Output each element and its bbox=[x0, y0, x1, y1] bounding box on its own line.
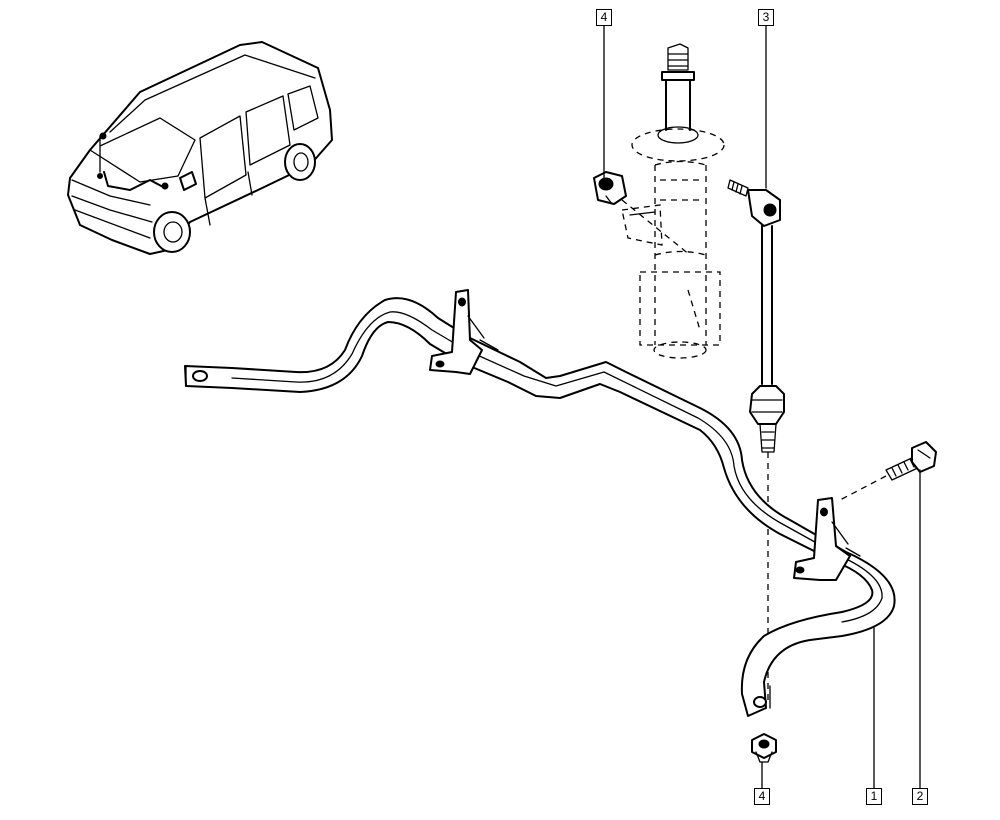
vehicle-locator-sketch bbox=[67, 41, 333, 255]
stabilizer-link bbox=[727, 179, 785, 453]
anti-roll-bar bbox=[184, 289, 896, 717]
callout-3-stabilizer-link: 3 bbox=[758, 9, 774, 26]
nut-upper bbox=[593, 171, 627, 205]
callout-4-nut-lower: 4 bbox=[754, 788, 770, 805]
bolt bbox=[885, 441, 937, 481]
callout-2-bolt: 2 bbox=[912, 788, 928, 805]
leader-lines bbox=[603, 25, 921, 789]
shock-absorber-reference bbox=[621, 43, 725, 359]
callout-4-nut-upper: 4 bbox=[596, 9, 612, 26]
nut-lower bbox=[751, 733, 777, 763]
callout-1-anti-roll-bar: 1 bbox=[866, 788, 882, 805]
